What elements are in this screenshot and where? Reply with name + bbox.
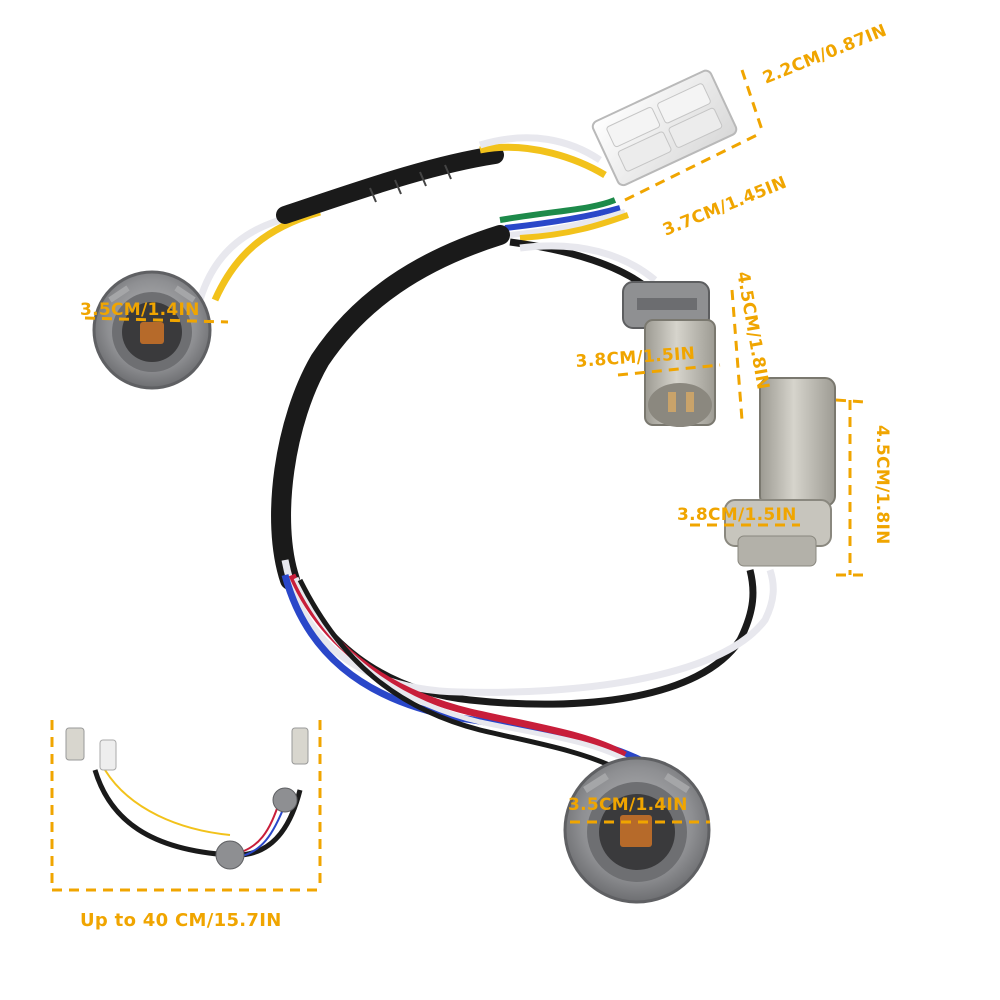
inset-length-label: Up to 40 CM/15.7IN <box>80 910 282 931</box>
left-socket-diameter-label: 3.5CM/1.4IN <box>80 300 200 320</box>
left-bulb-socket <box>92 270 212 390</box>
white-connector <box>591 69 738 187</box>
dimension-lines <box>50 69 866 892</box>
bottom-bulb-socket <box>563 756 711 904</box>
wire-bundle <box>196 134 777 773</box>
lower-bulb-width-label: 3.8CM/1.5IN <box>677 505 797 525</box>
lower-bulb-holder <box>724 377 836 567</box>
upper-bulb-holder <box>622 281 716 427</box>
inset-harness-thumbnail <box>65 727 309 870</box>
bottom-socket-diameter-label: 3.5CM/1.4IN <box>568 795 688 815</box>
lower-bulb-height-label: 4.5CM/1.8IN <box>872 425 892 545</box>
